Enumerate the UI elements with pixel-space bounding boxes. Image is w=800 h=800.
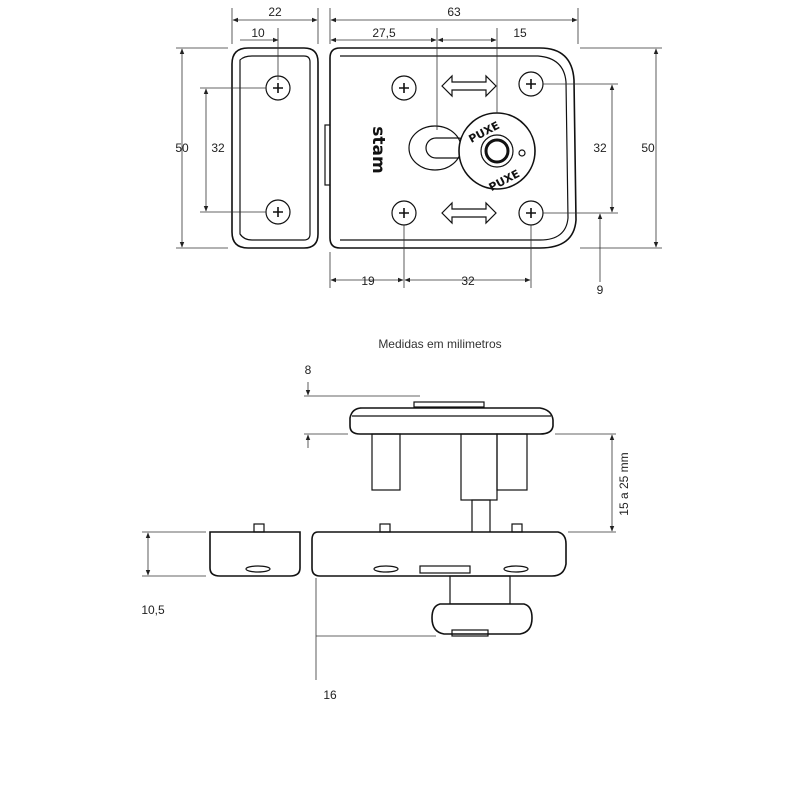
- dim-bottom-left: 19: [361, 274, 375, 288]
- dim-lock-width: 63: [447, 5, 461, 19]
- top-view-dimensions: 22 10 63 27,5 15 50 32 32 50 19 32 9: [175, 5, 662, 297]
- units-caption: Medidas em milimetros: [378, 337, 501, 351]
- top-view: PUXE PUXE stam: [175, 5, 662, 297]
- dim-strike-hole: 10: [251, 26, 265, 40]
- screw-icon: [391, 75, 417, 101]
- dim-bottom-right: 9: [597, 283, 604, 297]
- dim-lock-holes: 32: [593, 141, 607, 155]
- lock-side: [311, 523, 567, 577]
- double-arrow-icon: [441, 74, 497, 98]
- strike-plate: [231, 47, 319, 249]
- double-arrow-icon: [441, 201, 497, 225]
- knob-cap: [349, 401, 554, 435]
- brand-logo: stam: [368, 126, 388, 173]
- dim-door-range: 15 a 25 mm: [617, 452, 631, 515]
- lock-body: PUXE PUXE stam: [324, 47, 577, 249]
- dim-knob-depth: 16: [323, 688, 337, 702]
- dim-body-height: 10,5: [141, 603, 165, 617]
- dim-bottom-holes: 32: [461, 274, 475, 288]
- dim-cap-height: 8: [305, 363, 312, 377]
- dim-strike-width: 22: [268, 5, 282, 19]
- pins: [371, 433, 528, 543]
- side-view: 8 15 a 25 mm 10,5 16: [141, 363, 631, 702]
- knob: PUXE PUXE: [458, 112, 536, 194]
- knob-side: [431, 575, 533, 637]
- dim-lock-height: 50: [641, 141, 655, 155]
- dim-strike-height: 50: [175, 141, 189, 155]
- dim-lock-knob: 15: [513, 26, 527, 40]
- dim-lock-offset: 27,5: [372, 26, 396, 40]
- side-view-dimensions: 8 15 a 25 mm 10,5 16: [141, 363, 631, 702]
- strike-side: [209, 523, 301, 577]
- dim-strike-holes: 32: [211, 141, 225, 155]
